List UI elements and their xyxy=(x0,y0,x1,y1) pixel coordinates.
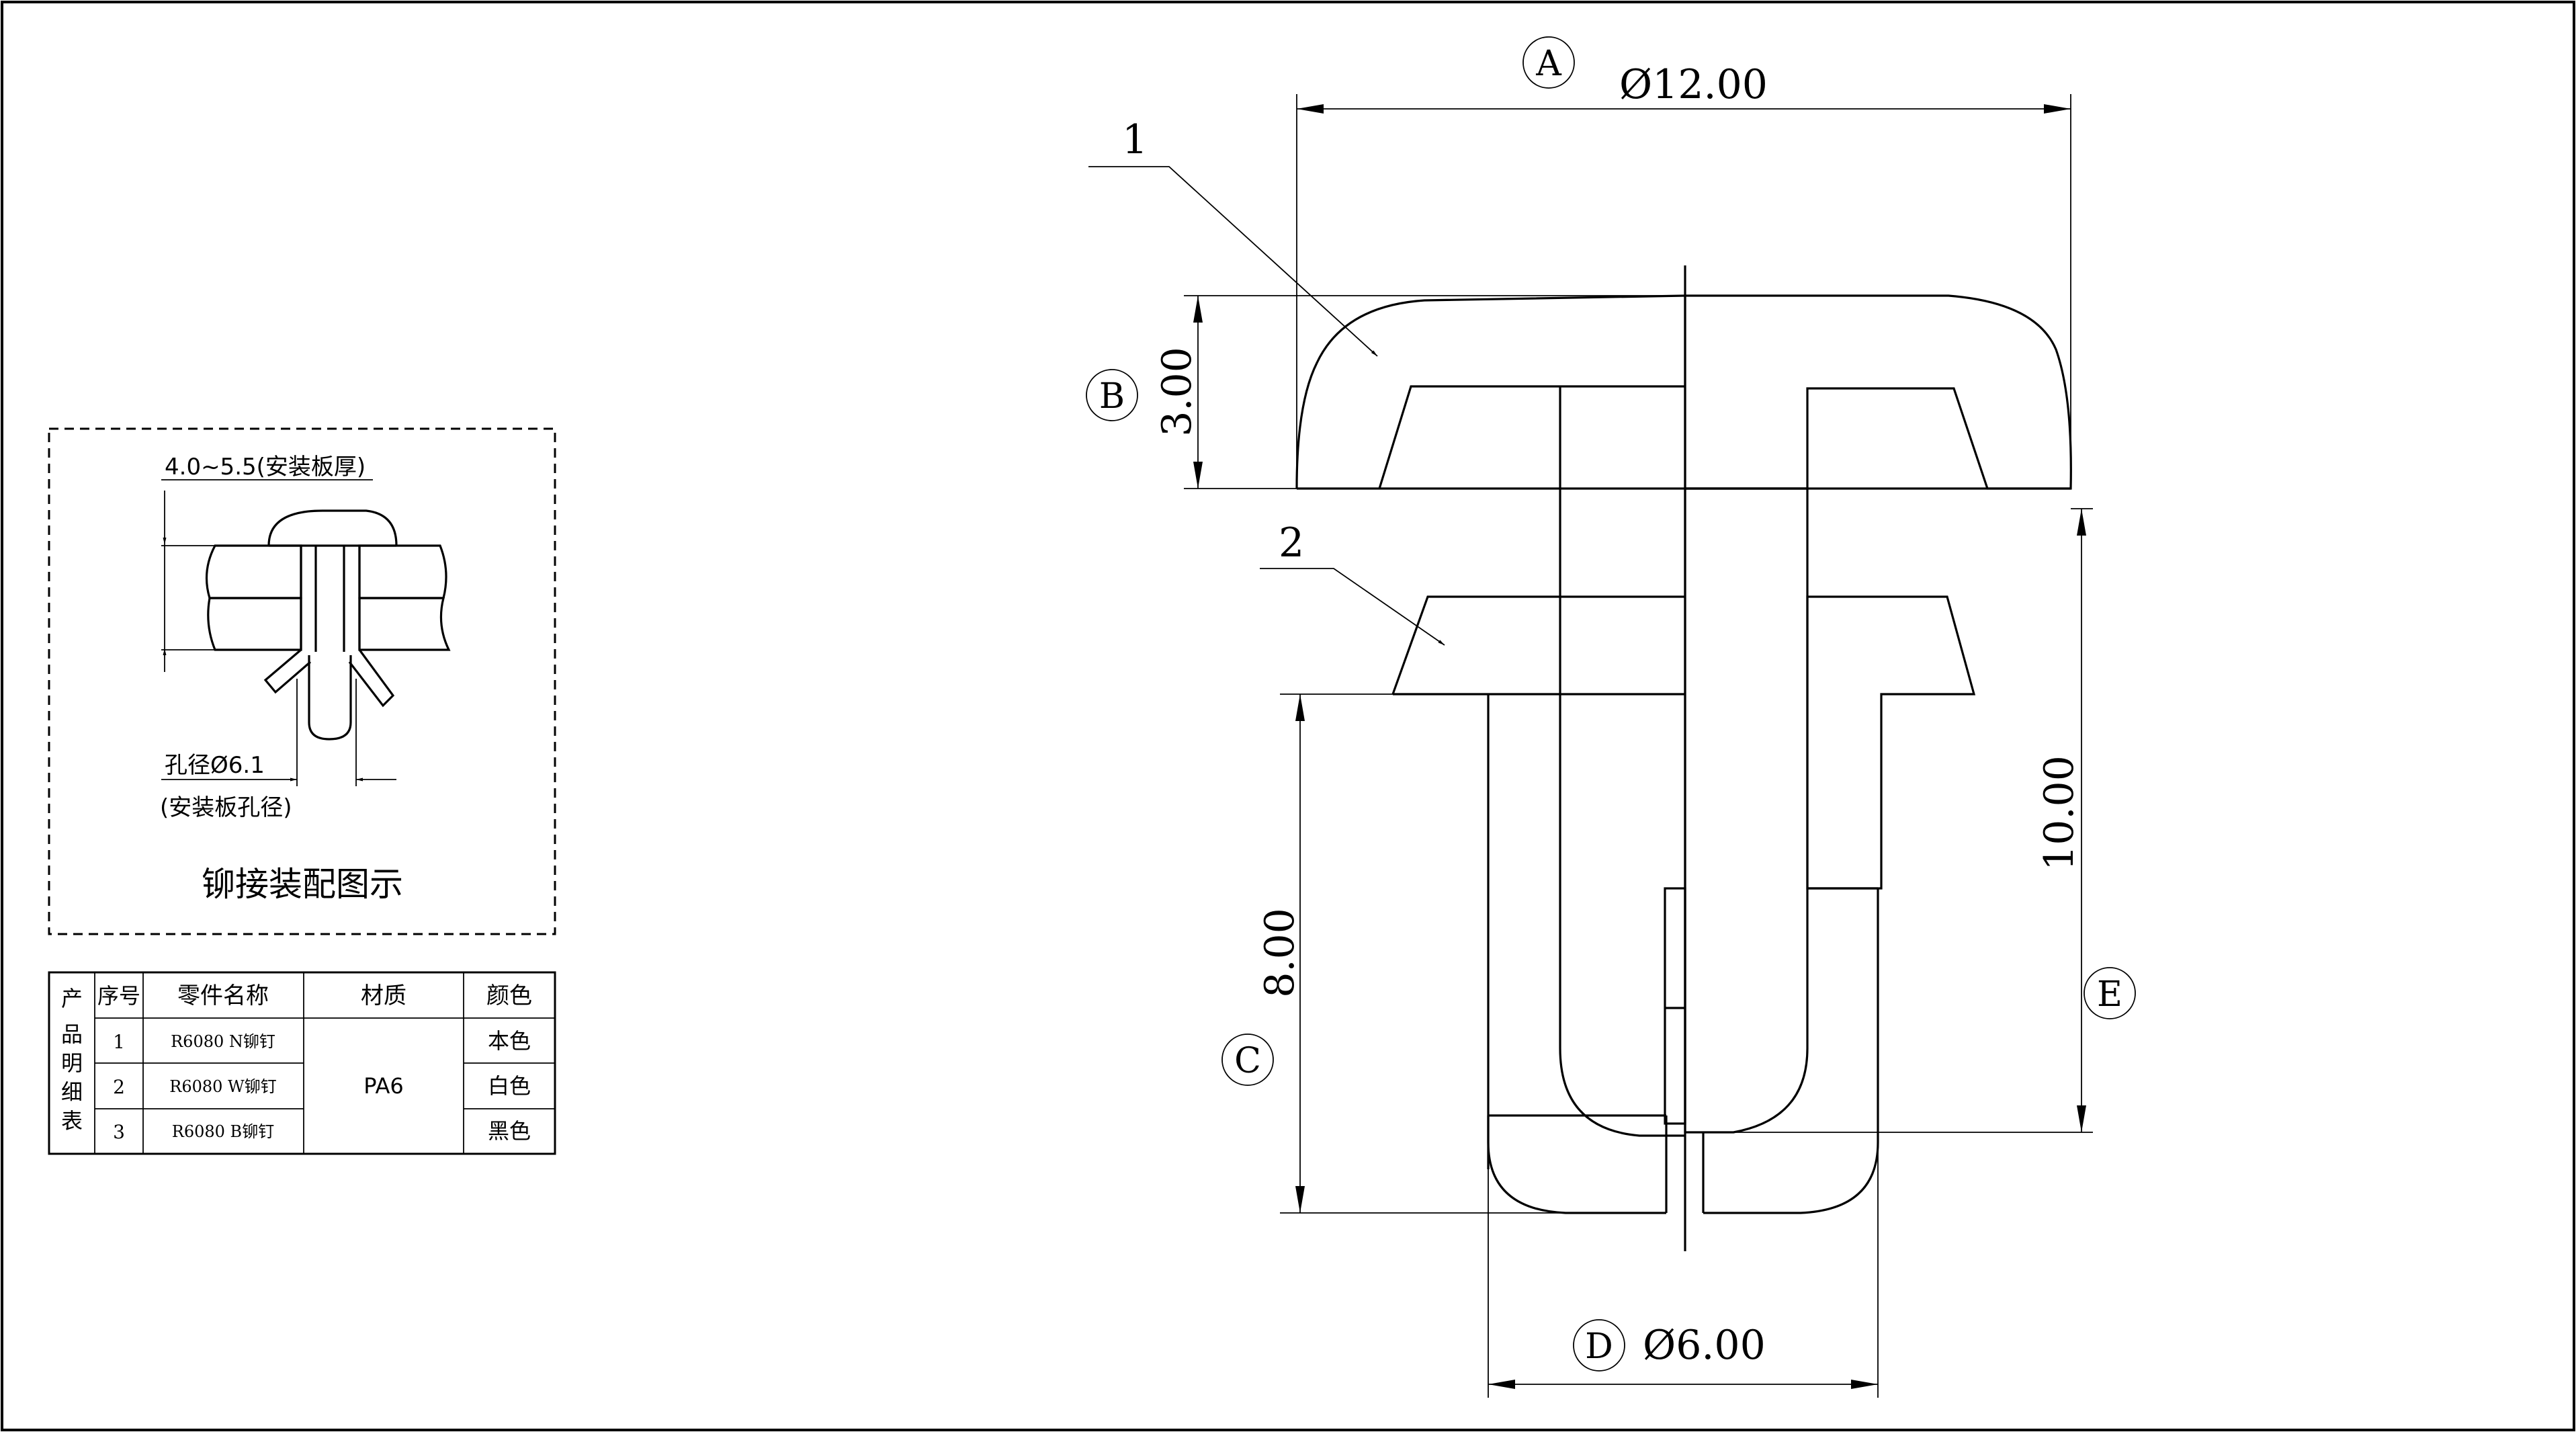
washer-outline xyxy=(1391,595,1685,695)
table-row-1-color: 本色 xyxy=(488,1028,531,1054)
dimension-E: 10.00 E xyxy=(1685,508,2136,1133)
assembly-detail: 4.0~5.5(安装板厚) 孔径Ø6.1 (安装板孔径) 铆接装配图示 xyxy=(48,427,556,935)
dimension-D: D Ø6.00 xyxy=(1488,1142,1879,1398)
table-side-title-1: 品 xyxy=(61,1021,83,1047)
dimension-B: 3.00 B xyxy=(1086,295,1685,489)
table-row-3-color: 黑色 xyxy=(488,1118,531,1144)
head-hatched-section xyxy=(1684,294,2072,490)
dimension-b-value: 3.00 xyxy=(1154,347,1201,437)
dimension-a-tag: A xyxy=(1535,44,1562,84)
shank-hatched-section xyxy=(1684,487,1809,1134)
parts-table: 产 品 明 细 表 序号 零件名称 材质 颜色 1 R6080 N铆钉 本色 2… xyxy=(48,971,556,1155)
dimension-a-value: Ø12.00 xyxy=(1619,61,1768,108)
washer-hatched-section xyxy=(1806,595,1976,890)
table-side-title-0: 产 xyxy=(61,986,83,1011)
table-header-no: 序号 xyxy=(97,983,140,1009)
table-row-3-name: R6080 B铆钉 xyxy=(172,1122,274,1141)
table-row-2-color: 白色 xyxy=(488,1073,531,1099)
table-row-2-name: R6080 W铆钉 xyxy=(169,1077,276,1096)
table-material: PA6 xyxy=(363,1073,404,1099)
thickness-label: 4.0~5.5(安装板厚) xyxy=(165,454,366,480)
table-row-1-name: R6080 N铆钉 xyxy=(171,1032,275,1051)
table-header-material: 材质 xyxy=(361,982,406,1009)
table-row-2-no: 2 xyxy=(113,1076,125,1098)
callout-1: 1 xyxy=(1088,116,1378,357)
table-row-1-no: 1 xyxy=(113,1031,125,1053)
dimension-d-tag: D xyxy=(1585,1326,1613,1367)
rivet-section-view xyxy=(1295,265,2072,1251)
callout-2: 2 xyxy=(1260,519,1445,646)
dimension-e-value: 10.00 xyxy=(2036,755,2083,871)
assembly-frame xyxy=(48,427,556,935)
dimension-c-value: 8.00 xyxy=(1256,908,1303,998)
dimension-A: A Ø12.00 xyxy=(1296,36,2071,489)
dimension-d-value: Ø6.00 xyxy=(1643,1322,1766,1369)
assembly-caption: 铆接装配图示 xyxy=(202,865,403,904)
dimension-b-tag: B xyxy=(1099,376,1125,417)
dimension-C: 8.00 C xyxy=(1221,693,1565,1214)
dimension-c-tag: C xyxy=(1234,1041,1261,1081)
table-header-name: 零件名称 xyxy=(177,982,269,1009)
table-side-title-2: 明 xyxy=(61,1050,83,1076)
hole-label: 孔径Ø6.1 xyxy=(165,752,265,779)
hole-note: (安装板孔径) xyxy=(160,794,292,821)
table-row-3-no: 3 xyxy=(113,1121,125,1143)
dimension-e-tag: E xyxy=(2097,974,2122,1015)
table-header-color: 颜色 xyxy=(486,982,532,1009)
table-side-title-4: 表 xyxy=(61,1108,83,1134)
callout-1-label: 1 xyxy=(1122,116,1148,163)
head-outline xyxy=(1295,294,1686,489)
table-side-title-3: 细 xyxy=(61,1079,83,1105)
callout-2-label: 2 xyxy=(1279,519,1304,566)
